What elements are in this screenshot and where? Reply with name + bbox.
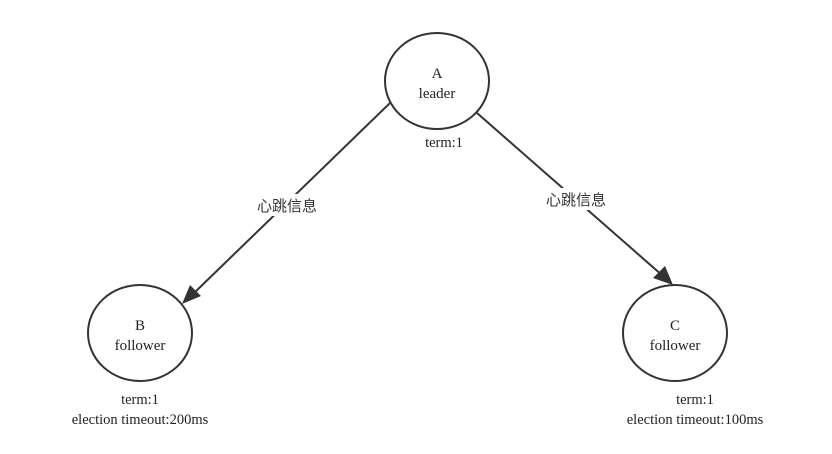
- edge-a-to-b-arrowhead: [182, 285, 201, 304]
- node-c-circle: [622, 284, 728, 382]
- edge-a-to-c-arrowhead: [653, 266, 673, 285]
- edge-a-to-c-label: 心跳信息: [546, 191, 606, 209]
- node-c-id: C: [670, 318, 680, 334]
- node-c-role: follower: [650, 338, 701, 354]
- node-b-id: B: [135, 318, 145, 334]
- node-b-term: term:1: [121, 392, 159, 408]
- node-c: C follower: [622, 284, 728, 382]
- node-a-circle: [384, 32, 490, 130]
- node-b: B follower: [87, 284, 193, 382]
- edge-a-to-b-label: 心跳信息: [257, 197, 317, 215]
- node-c-timeout: election timeout:100ms: [627, 412, 764, 428]
- node-a-id: A: [432, 66, 443, 82]
- node-a: A leader: [384, 32, 490, 130]
- edge-a-to-c-label-bg: [541, 188, 611, 210]
- node-a-role: leader: [419, 86, 456, 102]
- edge-a-to-b-label-bg: [252, 194, 322, 216]
- node-c-term: term:1: [676, 392, 714, 408]
- node-a-term: term:1: [425, 135, 463, 151]
- node-b-timeout: election timeout:200ms: [72, 412, 209, 428]
- node-b-circle: [87, 284, 193, 382]
- node-b-role: follower: [115, 338, 166, 354]
